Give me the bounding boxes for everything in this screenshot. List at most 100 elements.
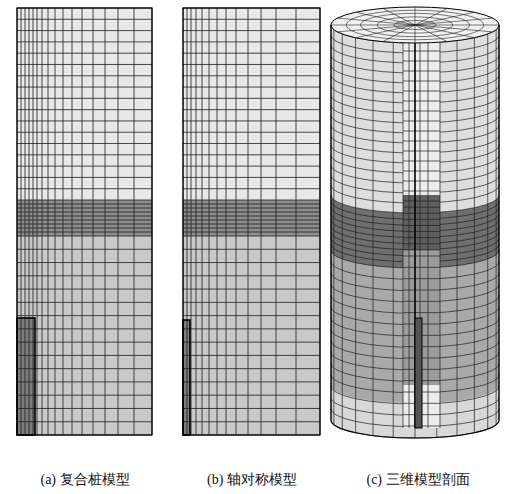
mesh-line	[403, 256, 440, 257]
mesh-line	[209, 8, 210, 435]
mesh-line	[183, 275, 320, 276]
soil-lower	[183, 236, 320, 435]
mesh-line	[496, 30, 497, 425]
mesh-line	[415, 7, 416, 25]
mesh-line	[415, 25, 416, 43]
mesh-line	[415, 25, 474, 38]
mesh-line	[183, 166, 320, 167]
mesh-line	[183, 200, 320, 201]
mesh-line	[183, 132, 320, 133]
mesh-line	[183, 98, 320, 99]
mesh-line	[403, 171, 440, 172]
cut-face-band	[403, 195, 440, 250]
soil-upper	[183, 8, 320, 200]
mesh-line	[403, 81, 440, 82]
mesh-line	[183, 224, 320, 225]
mesh-line	[183, 315, 320, 316]
mesh-line	[183, 212, 320, 213]
mesh-line	[183, 109, 320, 110]
mesh-line	[183, 188, 320, 189]
figure-caption: (c) 三维模型剖面	[366, 472, 469, 489]
mesh-line	[183, 216, 320, 217]
mesh-line	[409, 25, 410, 428]
mesh-line	[183, 368, 320, 369]
pile-outline	[17, 318, 35, 435]
mesh-line	[183, 262, 320, 263]
mesh-line	[403, 243, 440, 244]
mesh-line	[248, 8, 249, 435]
mesh-line	[373, 41, 374, 436]
mesh-line	[196, 8, 197, 435]
mesh-line	[183, 355, 320, 356]
pile	[17, 318, 35, 435]
mesh-line	[403, 290, 440, 291]
mesh-line	[276, 8, 277, 435]
mesh-line	[217, 8, 218, 435]
mesh-line	[403, 213, 440, 214]
mesh-line	[183, 236, 320, 237]
mesh-line	[183, 408, 320, 409]
mesh-line	[403, 111, 440, 112]
mesh-line	[183, 19, 320, 20]
mesh-line	[403, 225, 440, 226]
mesh-line	[342, 34, 343, 429]
mesh-line	[356, 12, 415, 25]
mesh-line	[415, 18, 493, 25]
cylinder-outline	[331, 25, 499, 438]
mesh-line	[296, 8, 297, 435]
mesh-line	[134, 8, 135, 435]
pile-outline	[183, 320, 190, 435]
mesh-line	[403, 278, 440, 279]
mesh-line	[415, 25, 499, 26]
mesh-line	[21, 8, 22, 435]
mesh-line	[403, 219, 440, 220]
mesh-line	[183, 41, 320, 42]
mesh-line	[226, 8, 227, 435]
mesh-line	[183, 302, 320, 303]
mesh-line	[403, 249, 440, 250]
mesh-line	[183, 30, 320, 31]
mesh-line	[415, 12, 474, 25]
mesh-line	[403, 61, 440, 62]
cut-face	[403, 25, 440, 428]
mesh-line	[183, 87, 320, 88]
mesh-line	[403, 181, 440, 182]
composite-pile-mesh	[17, 8, 152, 435]
top-face	[331, 7, 499, 43]
mesh-line	[415, 25, 447, 42]
mesh-line	[403, 207, 440, 208]
mesh-line	[72, 8, 73, 435]
mesh-line	[428, 25, 429, 428]
mesh-line	[55, 8, 56, 435]
mesh-line	[403, 151, 440, 152]
mesh-line	[403, 51, 440, 52]
mesh-line	[183, 395, 320, 396]
mesh-line	[403, 201, 440, 202]
mesh-line	[403, 91, 440, 92]
mesh-line	[403, 191, 440, 192]
mesh-line	[118, 8, 119, 435]
mesh-line	[333, 30, 334, 425]
mesh-line	[183, 120, 320, 121]
mesh-line	[403, 141, 440, 142]
mesh-line	[403, 312, 440, 313]
mesh-line	[48, 8, 49, 435]
mesh-line	[183, 228, 320, 229]
mesh-line	[383, 8, 415, 25]
mesh-line	[403, 101, 440, 102]
mesh-line	[440, 25, 441, 428]
mesh-line	[183, 328, 320, 329]
mesh-line	[183, 342, 320, 343]
mesh-line	[403, 161, 440, 162]
mesh-line	[183, 289, 320, 290]
figure-caption: (a) 复合桩模型	[40, 472, 129, 489]
mesh-line	[183, 220, 320, 221]
mesh-line	[403, 267, 440, 268]
mesh-line	[393, 42, 394, 437]
mesh-line	[183, 421, 320, 422]
mesh-line	[183, 64, 320, 65]
mesh-line	[183, 143, 320, 144]
three-d-section-mesh	[331, 7, 499, 438]
